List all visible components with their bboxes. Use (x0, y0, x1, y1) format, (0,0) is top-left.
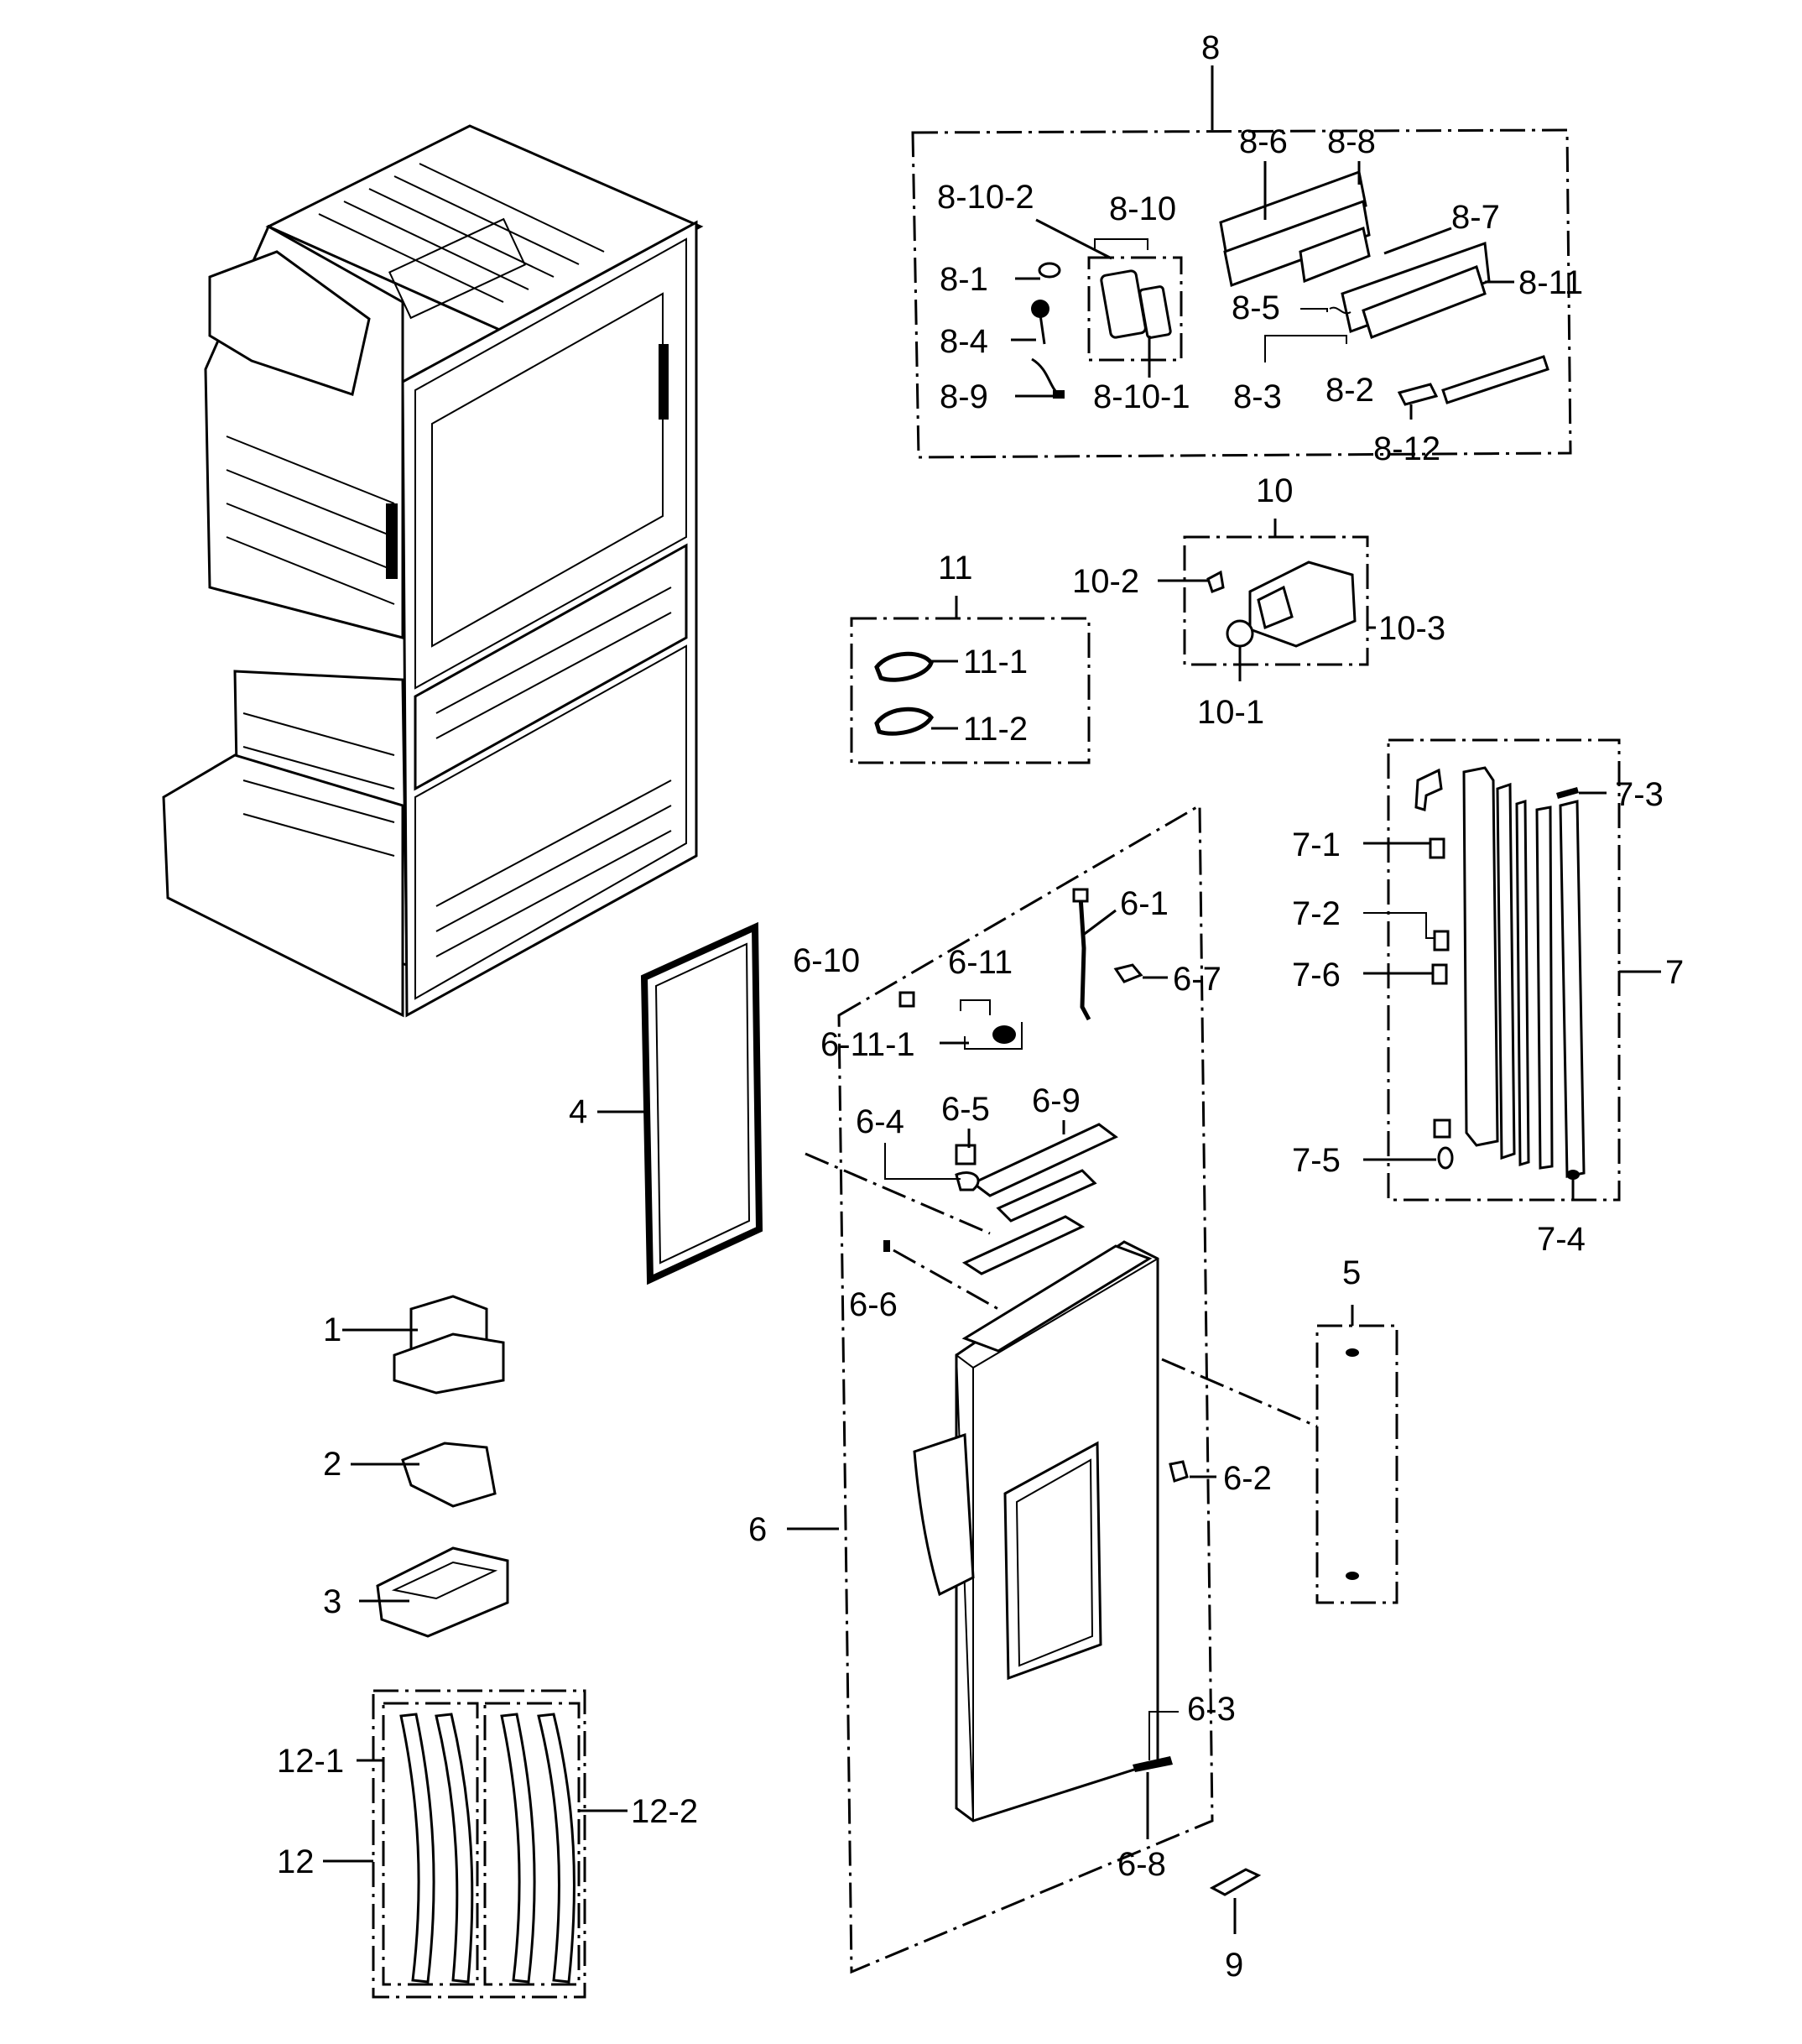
part-9 (1209, 1868, 1262, 1896)
label-6-9: 6-9 (1032, 1082, 1081, 1119)
label-8-12: 8-12 (1373, 430, 1440, 467)
label-11: 11 (938, 550, 973, 587)
label-8-4: 8-4 (940, 323, 988, 360)
label-10: 10 (1256, 472, 1294, 509)
label-6-5: 6-5 (941, 1091, 990, 1128)
label-8-10: 8-10 (1109, 190, 1176, 227)
label-8-11: 8-11 (1518, 264, 1583, 301)
part-6-11 (960, 999, 1023, 1050)
label-8-9: 8-9 (940, 378, 988, 415)
label-8-2: 8-2 (1325, 372, 1374, 409)
label-12-2: 12-2 (631, 1793, 698, 1830)
label-4: 4 (569, 1093, 587, 1130)
door-bin-2 (401, 1442, 497, 1508)
label-7: 7 (1665, 954, 1684, 991)
label-10-3: 10-3 (1378, 610, 1445, 647)
part-6-4 (955, 1171, 980, 1191)
label-11-2: 11-2 (963, 711, 1028, 748)
label-5: 5 (1342, 1254, 1361, 1291)
refrigerator-cabinet (162, 124, 704, 1018)
label-6-7: 6-7 (1173, 961, 1221, 998)
label-8-3: 8-3 (1233, 378, 1282, 415)
label-6-10: 6-10 (793, 942, 860, 979)
label-8-6: 8-6 (1239, 123, 1288, 160)
label-2: 2 (323, 1446, 341, 1483)
door-assembly-6 (837, 803, 1214, 1974)
group-10 (1183, 535, 1369, 666)
part-6-10 (898, 991, 915, 1008)
label-7-1: 7-1 (1292, 826, 1341, 863)
part-6-1-wire (1072, 888, 1091, 1021)
label-8-7: 8-7 (1451, 199, 1500, 236)
door-gasket (640, 921, 763, 1285)
label-7-5: 7-5 (1292, 1142, 1341, 1179)
label-6-3: 6-3 (1187, 1691, 1236, 1728)
part-6-9-hinge-bracket (961, 1123, 1118, 1275)
door-bin-1 (393, 1295, 505, 1395)
label-6-11-1: 6-11-1 (820, 1026, 915, 1063)
part-6-7 (1113, 963, 1143, 983)
part-6-8 (1133, 1756, 1173, 1772)
label-8: 8 (1201, 29, 1220, 66)
label-7-6: 7-6 (1292, 957, 1341, 993)
label-10-2: 10-2 (1072, 563, 1139, 600)
label-8-10-2: 8-10-2 (937, 179, 1034, 216)
label-12-1: 12-1 (277, 1743, 344, 1780)
part-6-6 (883, 1240, 890, 1252)
label-10-1: 10-1 (1197, 694, 1264, 731)
door-bin-3 (376, 1546, 509, 1638)
panel-5 (1315, 1324, 1398, 1604)
part-6-2 (1169, 1460, 1189, 1483)
label-6-11: 6-11 (948, 944, 1013, 981)
label-1: 1 (323, 1311, 341, 1348)
label-8-8: 8-8 (1327, 123, 1376, 160)
label-8-5: 8-5 (1232, 289, 1280, 326)
label-3: 3 (323, 1583, 341, 1620)
label-6-2: 6-2 (1223, 1460, 1272, 1497)
label-6: 6 (748, 1511, 767, 1548)
part-6-5 (955, 1144, 977, 1165)
label-6-1: 6-1 (1120, 885, 1169, 922)
label-6-8: 6-8 (1117, 1846, 1166, 1883)
label-8-10-1: 8-10-1 (1093, 378, 1190, 415)
label-8-1: 8-1 (940, 261, 988, 298)
label-12: 12 (277, 1843, 315, 1880)
label-6-4: 6-4 (856, 1103, 904, 1140)
group-11 (850, 617, 1091, 764)
label-7-4: 7-4 (1537, 1221, 1586, 1258)
label-11-1: 11-1 (963, 644, 1028, 680)
group-8 (911, 128, 1572, 459)
handle-set-12 (372, 1689, 586, 1999)
trim-group-7 (1387, 738, 1621, 1202)
label-7-2: 7-2 (1292, 895, 1341, 932)
label-9: 9 (1225, 1947, 1243, 1984)
label-6-6: 6-6 (849, 1286, 898, 1323)
label-7-3: 7-3 (1615, 776, 1664, 813)
